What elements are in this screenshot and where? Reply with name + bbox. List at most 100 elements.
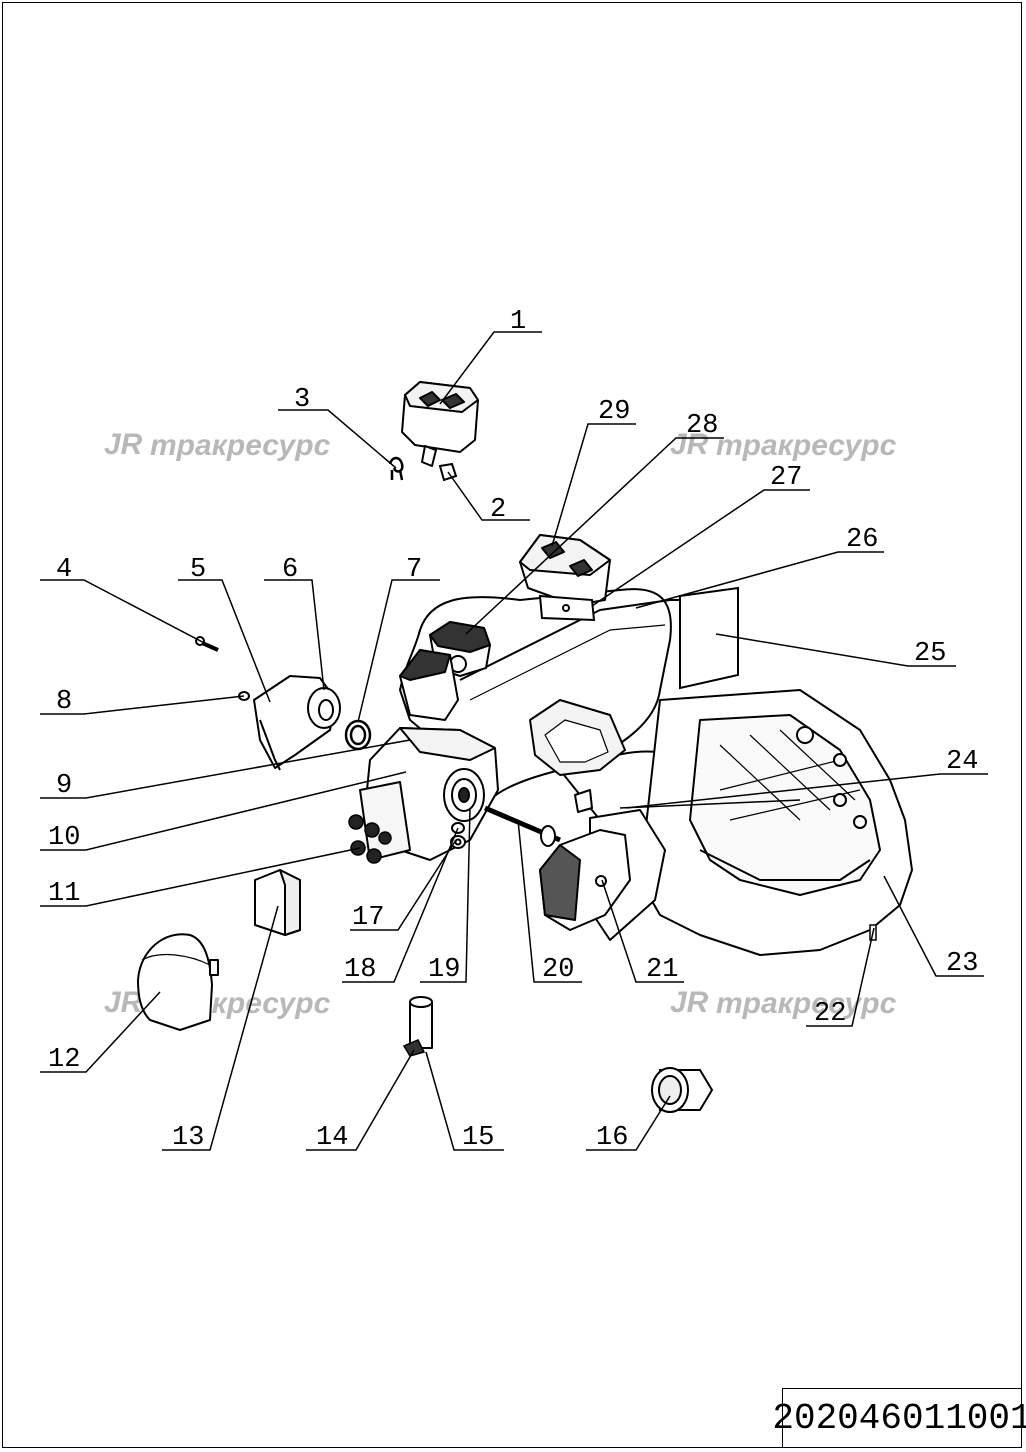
leader-26: [635, 551, 884, 609]
part-13-bracket-box: [254, 869, 301, 936]
lower-housing-top: [399, 727, 496, 761]
knob-4: [366, 848, 382, 864]
callout-label: 18: [344, 955, 376, 985]
leader-19: [420, 807, 471, 983]
watermark-logo: JR: [104, 428, 143, 461]
document-number: 202046011001: [772, 1397, 1026, 1439]
spring-ring-inner: [349, 724, 367, 746]
handle-housing-grip: [259, 719, 281, 771]
switch-rocker-2: [441, 393, 465, 409]
callout-label: 16: [596, 1123, 628, 1153]
front-cover-top: [399, 649, 451, 681]
leader-17: [350, 839, 457, 931]
callout-label: 12: [48, 1045, 80, 1075]
leader-8: [40, 695, 245, 715]
switch-housing-top: [429, 621, 491, 653]
callout-label: 27: [770, 463, 802, 493]
dome-cover-line: [141, 954, 211, 966]
callout-label: 20: [542, 955, 574, 985]
spring-coil: [388, 456, 404, 473]
watermark-logo: JR: [670, 428, 709, 461]
knob-face-inner: [658, 1075, 682, 1105]
part-21-pedal-housing: [539, 789, 666, 941]
watermark-top-right: JR тракресурс: [670, 428, 897, 462]
callout-label: 6: [282, 555, 298, 585]
bushing-core: [458, 787, 470, 803]
callout-label: 5: [190, 555, 206, 585]
part-7-spring: [344, 719, 372, 751]
leader-21: [601, 879, 684, 983]
tray-lip: [699, 849, 871, 881]
watermark-top-left: JR тракресурс: [104, 428, 331, 462]
pedal-clip: [574, 789, 593, 813]
leader-4: [40, 579, 211, 647]
callout-label: 10: [48, 823, 80, 853]
callout-label: 3: [294, 385, 310, 415]
callout-label: 28: [686, 411, 718, 441]
leader-24: [625, 773, 988, 809]
callout-label: 25: [914, 639, 946, 669]
part-11-knob-group: [348, 814, 392, 864]
leader-5: [178, 579, 271, 703]
leader-11: [40, 847, 361, 907]
callout-label: 24: [946, 747, 978, 777]
tray-boss-4: [833, 753, 847, 767]
leader-lines: [40, 331, 988, 1151]
leader-2: [447, 471, 530, 521]
pedal-housing-shading: [539, 844, 581, 921]
knob-1: [348, 814, 364, 830]
callout-label: 23: [946, 949, 978, 979]
part-24-support-bar: [619, 799, 801, 809]
tray-inner-floor: [689, 714, 881, 896]
leader-18: [342, 827, 459, 983]
dome-cover-body: [137, 933, 213, 1031]
pedal-pivot: [595, 875, 607, 887]
lower-housing-panel: [359, 781, 411, 861]
leader-23: [883, 875, 984, 977]
watermark-text: тракресурс: [150, 429, 331, 462]
callout-label: 21: [646, 955, 678, 985]
callout-label: 14: [316, 1123, 348, 1153]
callout-label: 1: [510, 307, 526, 337]
leader-15: [425, 1051, 504, 1151]
leader-3: [278, 409, 397, 469]
leader-10: [40, 771, 407, 851]
bracket-hole: [562, 604, 570, 612]
callout-label: 13: [172, 1123, 204, 1153]
part-27-bracket-plate: [538, 594, 596, 622]
callout-labels: 1 2 3 4 5 6 7 8 9 10 11 12 13 14 15 16 1…: [48, 307, 978, 1153]
tray-boss-3: [853, 815, 867, 829]
switch-block-top: [404, 381, 479, 413]
callout-label: 15: [462, 1123, 494, 1153]
leader-12: [40, 991, 161, 1073]
part-20-shaft: [484, 805, 561, 847]
watermark-logo: JR: [104, 986, 143, 1019]
callout-label: 29: [598, 397, 630, 427]
switch-rocker-1: [419, 391, 441, 407]
part-3-spring-clip: [388, 456, 404, 481]
callout-label: 4: [56, 555, 72, 585]
leader-28: [465, 437, 724, 635]
leader-7: [357, 579, 440, 723]
part-16-round-knob: [651, 1067, 714, 1113]
cap-center: [318, 699, 334, 721]
part-19-bushing: [443, 768, 485, 822]
callout-label: 17: [352, 903, 384, 933]
callout-label: 9: [56, 771, 72, 801]
watermark-text: тракресурс: [716, 987, 897, 1020]
document-number-box: 202046011001: [772, 1388, 1026, 1448]
leader-16: [586, 1095, 671, 1151]
callout-label: 22: [814, 999, 846, 1029]
part-6-handle-cap: [307, 687, 341, 729]
leader-13: [162, 905, 279, 1151]
part-14-valve-lever: [402, 1039, 426, 1057]
callout-label: 26: [846, 525, 878, 555]
part-4-bolt: [195, 636, 219, 652]
part-25-side-panel: [679, 586, 739, 690]
knob-2: [364, 822, 380, 838]
top-cover-rocker-1: [541, 541, 565, 559]
callout-label: 8: [56, 687, 72, 717]
valve-pin-body: [409, 1001, 433, 1049]
